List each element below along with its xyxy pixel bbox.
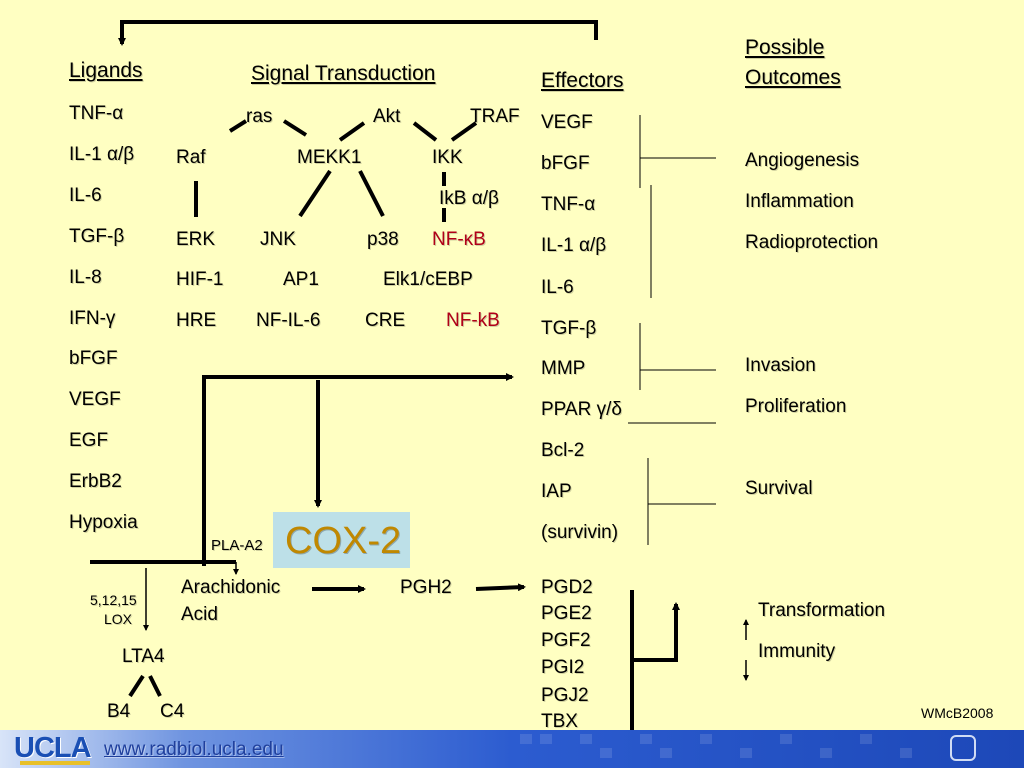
transformation-label: Transformation: [758, 600, 886, 621]
signal-to-effectors-arrow: [202, 373, 514, 566]
prostanoid-item: PGI2: [541, 657, 585, 678]
outcomes-heading-line1: Possible: [745, 36, 825, 59]
lta4-to-c4-line: [148, 675, 162, 697]
node-akt: Akt: [373, 106, 401, 127]
node-hif1: HIF-1: [176, 269, 224, 290]
ucla-logo-underline: [20, 761, 90, 765]
effector-item: IAP: [541, 481, 572, 502]
node-cre: CRE: [365, 310, 406, 331]
pgh2-to-prostanoids-arrow: [475, 583, 526, 592]
author-credit: WMcB2008: [921, 705, 994, 721]
effector-item: TNF-α: [541, 194, 596, 215]
node-jnk: JNK: [260, 229, 296, 250]
node-p38: p38: [367, 229, 399, 250]
prostanoid-item: PGF2: [541, 630, 591, 651]
signal-heading: Signal Transduction: [251, 62, 436, 85]
ligand-item: VEGF: [69, 389, 121, 410]
effector-item: PPAR γ/δ: [541, 399, 622, 420]
feedback-arrow: [118, 20, 598, 46]
node-raf: Raf: [176, 147, 206, 168]
ligand-item: bFGF: [69, 348, 118, 369]
node-erk: ERK: [176, 229, 216, 250]
ligand-item: IL-8: [69, 267, 102, 288]
node-nf-il6: NF-IL-6: [256, 310, 321, 331]
effector-item: bFGF: [541, 153, 590, 174]
node-nfkb-element: NF-kB: [446, 310, 500, 331]
cox2-label: COX-2: [285, 520, 402, 562]
effector-item: VEGF: [541, 112, 593, 133]
effector-brackets: [628, 115, 716, 545]
node-elk1-cebp: Elk1/cEBP: [383, 269, 473, 290]
effector-item: Bcl-2: [541, 440, 585, 461]
ligand-item: TGF-β: [69, 226, 125, 247]
prostanoid-item: TBX: [541, 711, 578, 732]
node-mekk1: MEKK1: [297, 147, 362, 168]
arachidonic-acid-line1: Arachidonic: [181, 577, 281, 598]
outcome-item: Invasion: [745, 355, 816, 376]
footer-bar: [0, 730, 1024, 768]
outcome-item: Radioprotection: [745, 232, 879, 253]
node-ikb: IkB α/β: [439, 188, 499, 209]
effector-item: TGF-β: [541, 318, 597, 339]
outcome-item: Inflammation: [745, 191, 854, 212]
lta4-to-b4-line: [128, 674, 145, 698]
node-ikk: IKK: [432, 147, 463, 168]
effector-item: IL-1 α/β: [541, 235, 607, 256]
arachidonic-acid-line2: Acid: [181, 604, 218, 625]
pla-a2-label: PLA-A2: [211, 537, 263, 554]
outcomes-heading-line2: Outcomes: [745, 66, 841, 89]
signal-links: [194, 119, 478, 222]
outcome-item: Proliferation: [745, 396, 847, 417]
node-ras: ras: [246, 106, 273, 127]
ligand-item: IFN-γ: [69, 308, 116, 329]
ucla-logo: UCLA: [14, 732, 92, 764]
outcome-item: Survival: [745, 478, 813, 499]
immunity-label: Immunity: [758, 641, 836, 662]
effector-item: (survivin): [541, 522, 619, 543]
outcome-item: Angiogenesis: [745, 150, 860, 171]
footer-url-link[interactable]: www.radbiol.ucla.edu: [104, 739, 284, 760]
effector-item: IL-6: [541, 277, 574, 298]
prostanoid-item: PGD2: [541, 577, 593, 598]
slide-nav-icon[interactable]: [950, 735, 976, 761]
lox-label-line2: LOX: [104, 611, 133, 627]
c4-label: C4: [160, 701, 185, 722]
b4-label: B4: [107, 701, 131, 722]
ligand-item: ErbB2: [69, 471, 122, 492]
prostanoid-item: PGE2: [541, 603, 592, 624]
ligands-heading: Ligands: [69, 59, 143, 82]
lta4-label: LTA4: [122, 646, 165, 667]
prostanoid-item: PGJ2: [541, 685, 589, 706]
ligand-item: TNF-α: [69, 103, 124, 124]
node-nfkb: NF-κB: [432, 229, 486, 250]
node-ap1: AP1: [283, 269, 319, 290]
ligand-item: IL-6: [69, 185, 102, 206]
node-hre: HRE: [176, 310, 217, 331]
pgh2-label: PGH2: [400, 577, 452, 598]
prostanoid-to-outcome-arrow: [632, 602, 680, 662]
ligand-item: Hypoxia: [69, 512, 138, 533]
ligand-item: IL-1 α/β: [69, 144, 135, 165]
cox2-box: [273, 512, 410, 568]
node-traf: TRAF: [470, 106, 520, 127]
ligand-item: EGF: [69, 430, 109, 451]
effector-item: MMP: [541, 358, 586, 379]
effectors-heading: Effectors: [541, 69, 624, 92]
lox-label-line1: 5,12,15: [90, 592, 137, 608]
